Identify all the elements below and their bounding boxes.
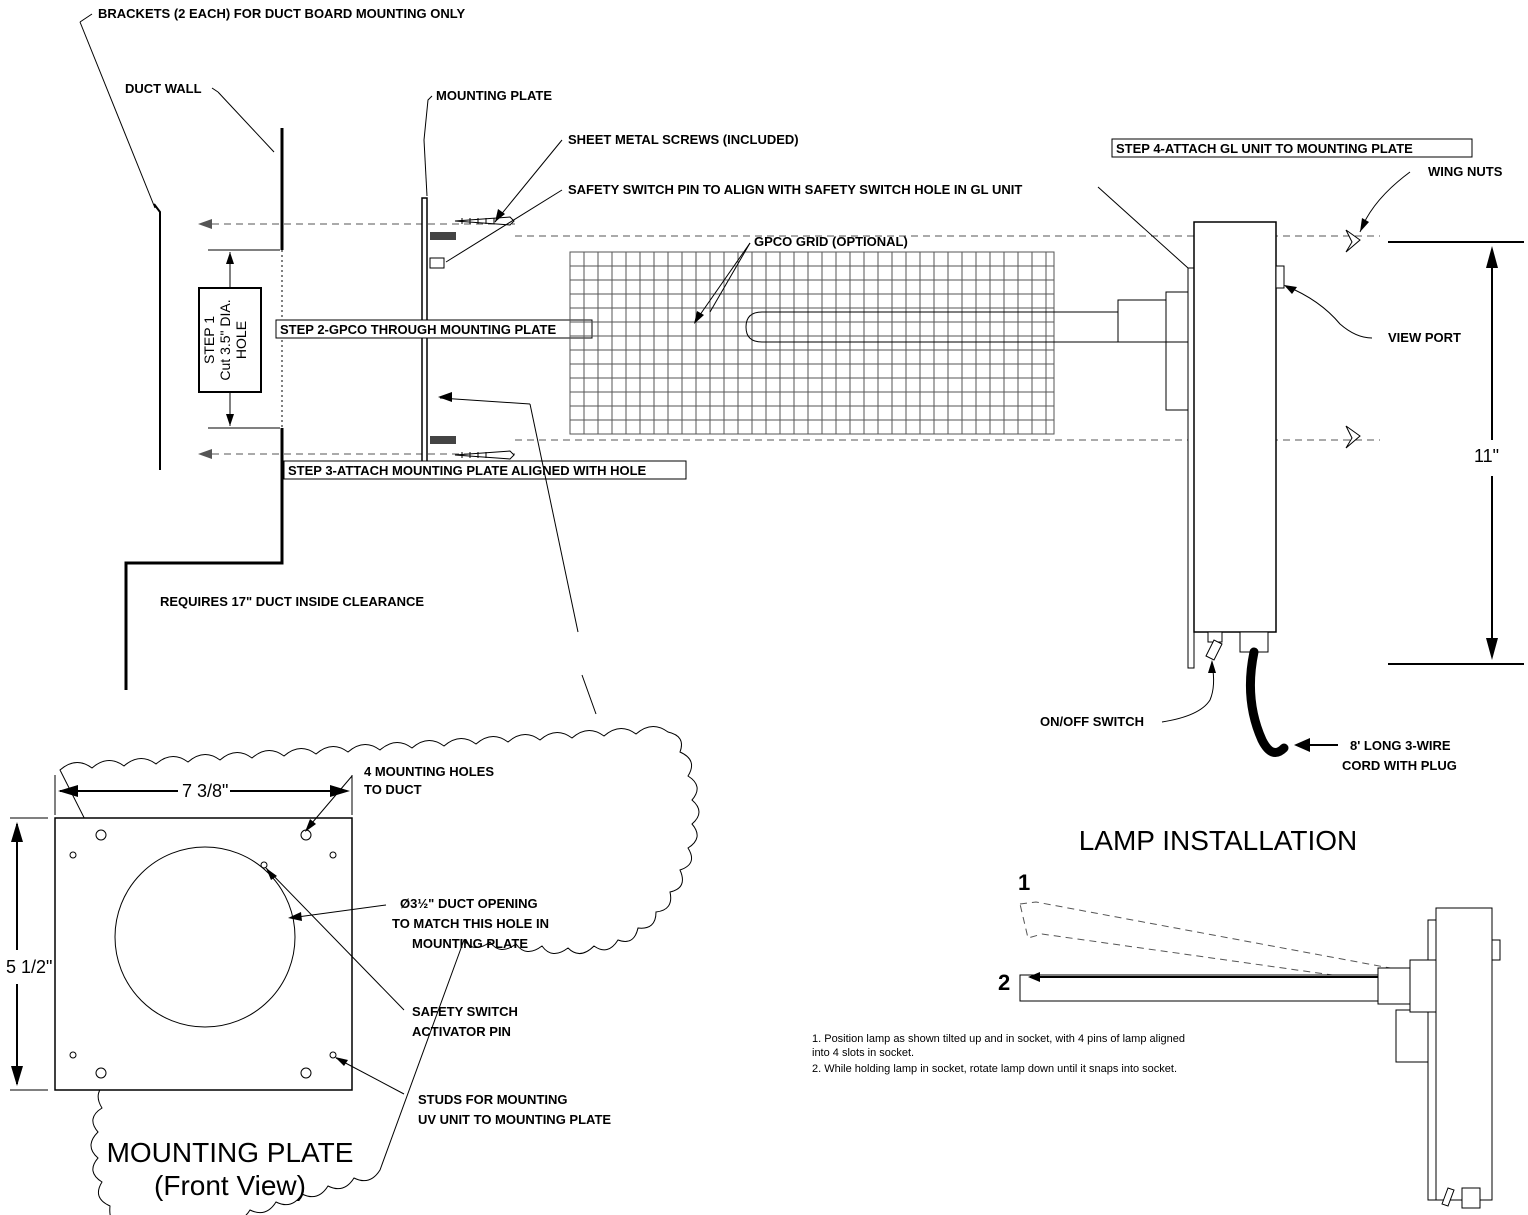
activator-line1: SAFETY SWITCH: [412, 1004, 518, 1019]
on-off-switch-label: ON/OFF SWITCH: [1040, 714, 1144, 729]
mounting-plate-front: [54, 817, 353, 1091]
cord-arrowhead: [1294, 738, 1310, 752]
safety-pin-part: [429, 257, 445, 269]
mp-title-line2: (Front View): [154, 1170, 306, 1201]
cord-label-line1: 8' LONG 3-WIRE: [1350, 738, 1451, 753]
studs-line1: STUDS FOR MOUNTING: [418, 1092, 568, 1107]
studs-arrowhead: [335, 1057, 348, 1066]
position-2-label: 2: [998, 970, 1010, 995]
mounting-hole-icon: [300, 1067, 312, 1079]
duct-opening-leader: [289, 904, 387, 919]
stud-icon: [329, 1051, 337, 1059]
duct-opening-line1: Ø3½" DUCT OPENING: [400, 896, 538, 911]
holes-leader: [305, 775, 353, 831]
bracket-drawing: [79, 13, 161, 470]
position-1-label: 1: [1018, 870, 1030, 895]
height-11in-dimension: [1388, 241, 1524, 665]
studs-leader: [335, 1057, 405, 1095]
gl-unit: [1187, 221, 1289, 757]
duct-opening-line3: MOUNTING PLATE: [412, 936, 528, 951]
wing-nut-bottom-icon: [1345, 425, 1361, 449]
on-off-leader: [1161, 663, 1215, 723]
wing-nut-top-icon: [1345, 229, 1361, 253]
step4-label: STEP 4-ATTACH GL UNIT TO MOUNTING PLATE: [1116, 141, 1413, 156]
step1-box: STEP 1 Cut 3.5" DIA. HOLE: [201, 299, 249, 380]
brackets-label: BRACKETS (2 EACH) FOR DUCT BOARD MOUNTIN…: [98, 6, 465, 21]
step3-box: [283, 460, 687, 480]
mp-title-line1: MOUNTING PLATE: [107, 1137, 354, 1168]
step4-box: [1111, 138, 1473, 158]
front-view-leader: [529, 403, 579, 633]
view-port-leader: [1285, 285, 1373, 339]
mounting-hole-icon: [95, 1067, 107, 1079]
lamp-installation-drawing: [1019, 901, 1501, 1209]
view-port-arrowhead: [1284, 285, 1297, 294]
step2-box: [275, 319, 593, 339]
step1-line2: Cut 3.5" DIA.: [217, 299, 233, 380]
step1-line3: HOLE: [233, 321, 249, 359]
screw-bottom: [454, 450, 515, 460]
clearance-label: REQUIRES 17" DUCT INSIDE CLEARANCE: [160, 594, 424, 609]
duct-opening-arrowhead: [288, 912, 302, 921]
mounting-plate-label: MOUNTING PLATE: [436, 88, 552, 103]
activator-line2: ACTIVATOR PIN: [412, 1024, 511, 1039]
stud-icon: [329, 851, 337, 859]
step3-label: STEP 3-ATTACH MOUNTING PLATE ALIGNED WIT…: [288, 463, 647, 478]
activator-leader: [265, 867, 405, 1011]
mounting-plate-cloud: [59, 726, 700, 1215]
view-port-label: VIEW PORT: [1388, 330, 1461, 345]
safety-pin-leader: [1097, 186, 1189, 269]
on-off-arrowhead: [1208, 660, 1216, 673]
gpco-grid-label: GPCO GRID (OPTIONAL): [754, 234, 908, 249]
stud-icon: [69, 851, 77, 859]
instruction-1a: 1. Position lamp as shown tilted up and …: [812, 1033, 1185, 1045]
stud-top: [430, 232, 456, 240]
stud-icon: [69, 1051, 77, 1059]
safety-pin-label: SAFETY SWITCH PIN TO ALIGN WITH SAFETY S…: [568, 182, 1022, 197]
duct-wall-label: DUCT WALL: [125, 81, 202, 96]
mounting-hole-icon: [95, 829, 107, 841]
instruction-1b: into 4 slots in socket.: [812, 1047, 914, 1059]
dim-11-label: 11": [1474, 446, 1499, 466]
lamp-installation-title: LAMP INSTALLATION: [1079, 825, 1358, 856]
wing-nuts-label: WING NUTS: [1428, 164, 1503, 179]
screw-top: [454, 216, 515, 226]
duct-wall-drawing: [124, 87, 284, 690]
sheet-metal-screws-label: SHEET METAL SCREWS (INCLUDED): [568, 132, 799, 147]
holes-arrowhead: [305, 819, 316, 832]
mounting-plate-side: [421, 95, 563, 463]
instruction-2: 2. While holding lamp in socket, rotate …: [812, 1063, 1177, 1075]
dim-width-label: 7 3/8": [182, 781, 228, 801]
studs-line2: UV UNIT TO MOUNTING PLATE: [418, 1112, 611, 1127]
gpco-grid: [569, 242, 1055, 435]
width-dimension: [54, 775, 353, 815]
activator-pin-icon: [260, 861, 268, 869]
step1-line1: STEP 1: [201, 316, 217, 364]
duct-opening-line2: TO MATCH THIS HOLE IN: [392, 916, 549, 931]
front-view-leader-lower: [581, 674, 597, 715]
holes-label-line1: 4 MOUNTING HOLES: [364, 764, 494, 779]
stud-bottom: [430, 436, 456, 444]
wing-nuts-arrowhead: [1360, 218, 1369, 232]
height-dimension: [10, 817, 48, 1091]
step2-label: STEP 2-GPCO THROUGH MOUNTING PLATE: [280, 322, 556, 337]
cord-label-line2: CORD WITH PLUG: [1342, 758, 1457, 773]
holes-label-line2: TO DUCT: [364, 782, 422, 797]
activator-arrowhead: [266, 868, 277, 880]
step1-hole-dimension: [198, 249, 280, 429]
dim-height-label: 5 1/2": [6, 957, 52, 977]
